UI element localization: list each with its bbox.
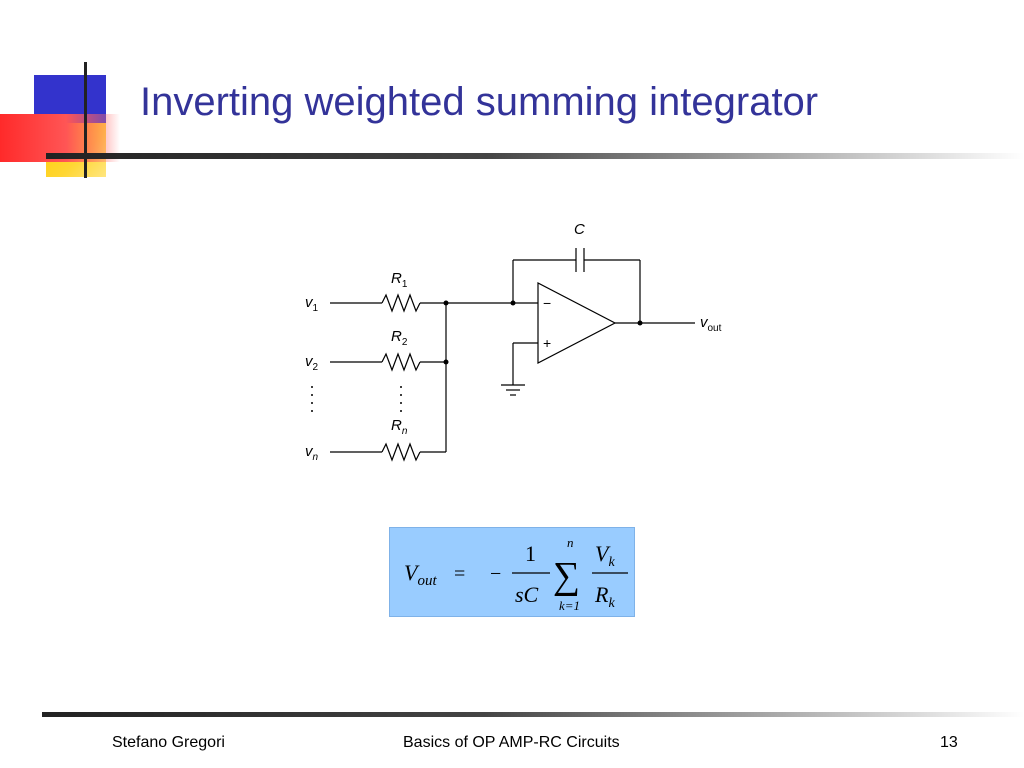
label-r1: R1 bbox=[391, 270, 408, 290]
ellipsis-dot-input-3 bbox=[311, 402, 313, 404]
slide-title: Inverting weighted summing integrator bbox=[140, 80, 819, 124]
label-v2: v2 bbox=[305, 353, 319, 373]
footer-author: Stefano Gregori bbox=[112, 734, 225, 751]
ellipsis-dot-input-4 bbox=[311, 410, 313, 412]
ellipsis-dot-res-2 bbox=[400, 394, 402, 396]
node-output bbox=[637, 320, 643, 326]
label-vn: vn bbox=[305, 443, 319, 463]
formula-box: Vout = − 1 sC n ∑ k=1 Vk Rk bbox=[389, 527, 635, 617]
formula-lhs: Vout bbox=[404, 560, 437, 589]
resistor-rn bbox=[381, 442, 421, 462]
ellipsis-dot-res-3 bbox=[400, 402, 402, 404]
label-v1: v1 bbox=[305, 294, 319, 314]
opamp-plus-sign: + bbox=[543, 335, 551, 351]
footer-page-number: 13 bbox=[940, 734, 958, 751]
decor-vertical-line bbox=[84, 62, 87, 178]
label-rn: Rn bbox=[391, 417, 408, 437]
opamp-triangle bbox=[537, 282, 617, 364]
footer-course-title: Basics of OP AMP-RC Circuits bbox=[403, 734, 620, 751]
label-r2: R2 bbox=[391, 328, 408, 348]
ellipsis-dot-input-2 bbox=[311, 394, 313, 396]
formula-denominator: sC bbox=[515, 582, 539, 607]
resistor-r1 bbox=[381, 293, 421, 313]
footer-rule bbox=[42, 712, 1024, 717]
formula-sum-upper: n bbox=[567, 535, 574, 550]
label-capacitor: C bbox=[574, 221, 585, 238]
circuit-diagram: C R1 R2 Rn v1 v2 vn vout − + bbox=[305, 221, 722, 463]
opamp-minus-sign: − bbox=[543, 295, 551, 311]
formula-numerator: 1 bbox=[525, 541, 536, 566]
ellipsis-dot-input-1 bbox=[311, 386, 313, 388]
ellipsis-dot-res-1 bbox=[400, 386, 402, 388]
node-inverting bbox=[510, 300, 516, 306]
title-underline bbox=[46, 153, 1024, 159]
formula-equals: = bbox=[454, 563, 465, 585]
formula-term-numerator: Vk bbox=[595, 541, 615, 570]
ellipsis-dot-res-4 bbox=[400, 410, 402, 412]
formula-minus: − bbox=[490, 563, 501, 585]
formula-term-denominator: Rk bbox=[594, 582, 615, 611]
formula-sum-symbol: ∑ bbox=[553, 555, 580, 597]
formula-sum-lower: k=1 bbox=[559, 598, 580, 613]
formula-equation: Vout = − 1 sC n ∑ k=1 Vk Rk bbox=[404, 535, 628, 613]
node-sum-top bbox=[443, 300, 449, 306]
label-vout: vout bbox=[700, 314, 722, 334]
resistor-r2 bbox=[381, 352, 421, 372]
node-sum-mid bbox=[443, 359, 449, 365]
